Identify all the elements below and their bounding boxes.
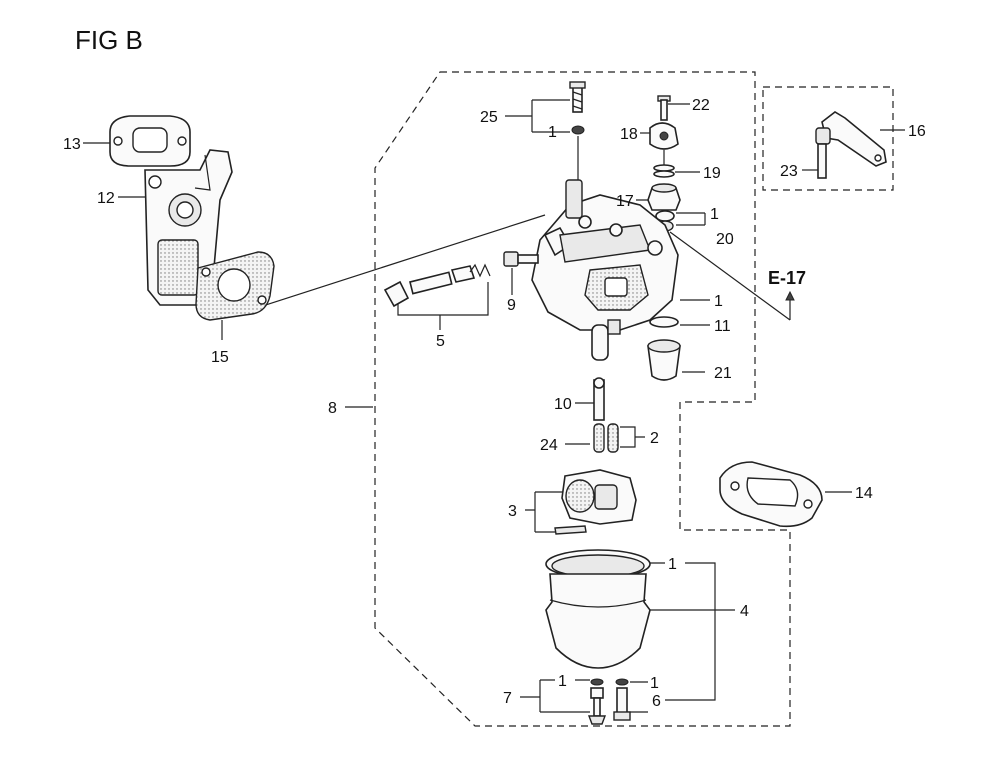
main-jet-10 — [593, 377, 605, 421]
callout-11: 11 — [714, 318, 731, 335]
idle-screw-set-5 — [383, 263, 491, 308]
screw-25 — [569, 81, 586, 113]
fuel-cup-21 — [647, 339, 681, 381]
figure-title: FIG B — [75, 25, 143, 55]
callout-15: 15 — [211, 349, 229, 366]
callout-2: 2 — [650, 430, 659, 447]
assembly-boundary-16 — [762, 86, 894, 191]
callout-4: 4 — [740, 603, 749, 620]
callout-9: 9 — [507, 297, 516, 314]
insulator-gasket-15 — [195, 251, 275, 321]
drain-screw-7 — [587, 678, 607, 725]
o-ring-11 — [649, 316, 679, 328]
carburetor-body — [531, 179, 679, 361]
callout-1: 1 — [668, 556, 677, 573]
callout-23: 23 — [780, 163, 798, 180]
choke-lever-16 — [815, 111, 887, 167]
callout-20: 20 — [716, 231, 734, 248]
diaphragm-cover-18 — [649, 122, 679, 150]
bracket-plate-12 — [144, 149, 233, 306]
gasket-14 — [719, 461, 823, 528]
bolt-6 — [613, 678, 631, 721]
screw-22 — [657, 95, 671, 121]
leader-lines — [83, 99, 905, 713]
callout-21: 21 — [714, 365, 732, 382]
callout-1: 1 — [650, 675, 659, 692]
callout-1: 1 — [548, 124, 557, 141]
callout-19: 19 — [703, 165, 721, 182]
callout-8: 8 — [328, 400, 337, 417]
callout-1: 1 — [558, 673, 567, 690]
screw-9 — [503, 251, 539, 267]
callout-10: 10 — [554, 396, 572, 413]
callout-1: 1 — [710, 206, 719, 223]
o-ring-1a — [571, 125, 585, 135]
callout-12: 12 — [97, 190, 115, 207]
assembly-boundary-8 — [374, 71, 791, 727]
callout-3: 3 — [508, 503, 517, 520]
callout-labels: 25 1 22 18 19 17 1 20 16 23 13 12 15 5 9… — [63, 97, 926, 710]
callout-6: 6 — [652, 693, 661, 710]
shaft-23 — [817, 143, 827, 179]
callout-7: 7 — [503, 690, 512, 707]
reference-e17: E-17 — [768, 268, 806, 288]
callout-5: 5 — [436, 333, 445, 350]
callout-16: 16 — [908, 123, 926, 140]
callout-22: 22 — [692, 97, 710, 114]
callout-1: 1 — [714, 293, 723, 310]
callout-17: 17 — [616, 193, 634, 210]
callout-18: 18 — [620, 126, 638, 143]
spring-pair-24-2 — [593, 423, 619, 453]
valve-body-17 — [647, 183, 681, 211]
gasket-13 — [109, 115, 191, 167]
float-3 — [554, 469, 637, 535]
float-bowl-4 — [545, 549, 651, 669]
callout-13: 13 — [63, 136, 81, 153]
callout-25: 25 — [480, 109, 498, 126]
callout-24: 24 — [540, 437, 558, 454]
spring-19 — [653, 164, 675, 178]
callout-14: 14 — [855, 485, 873, 502]
